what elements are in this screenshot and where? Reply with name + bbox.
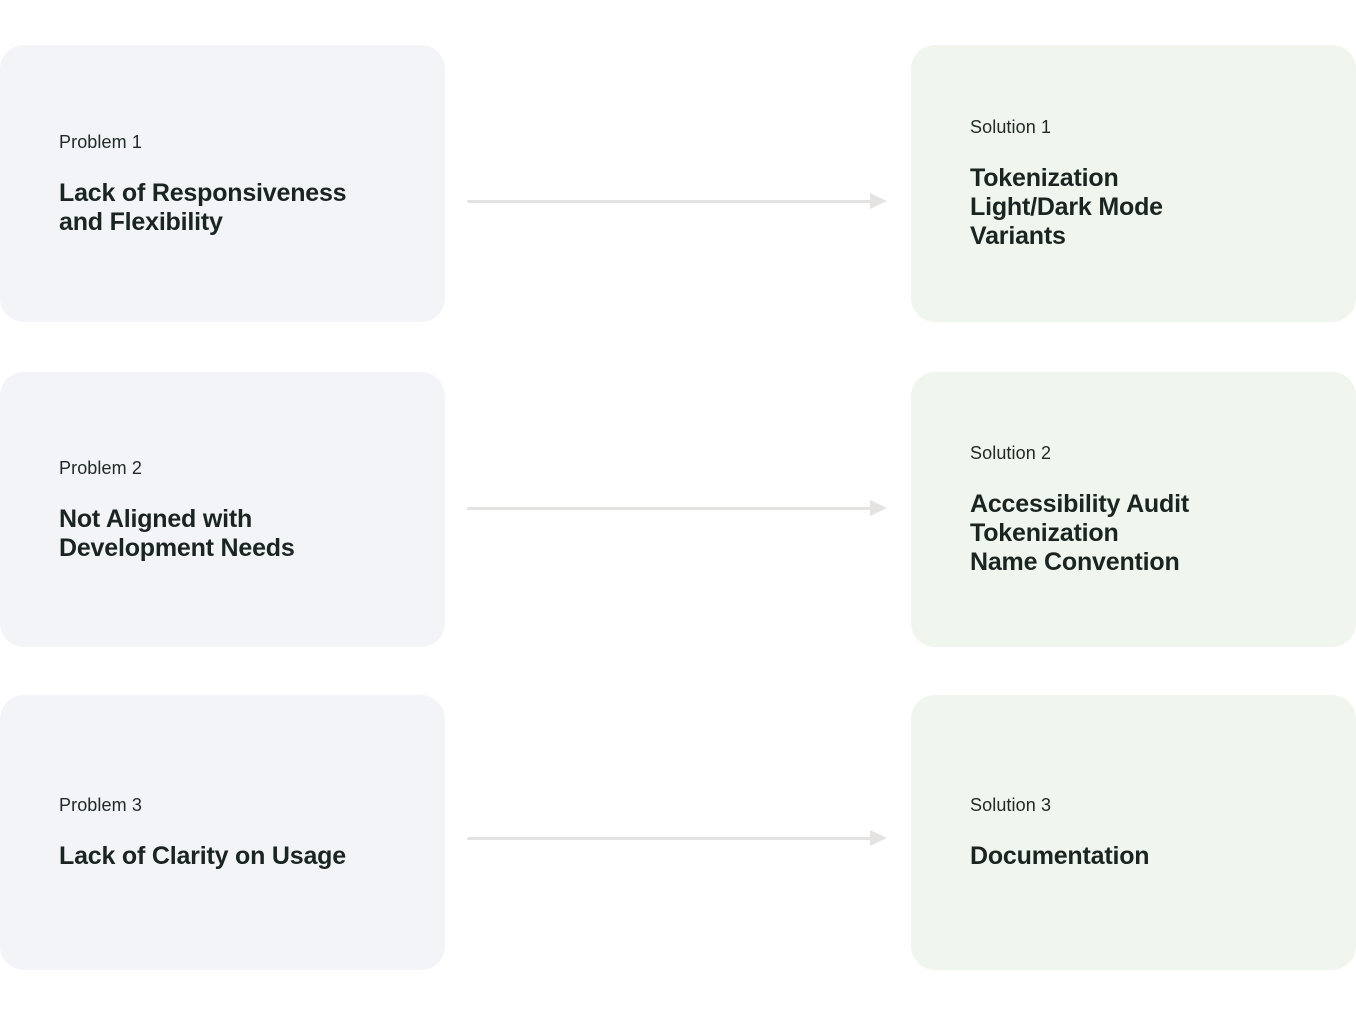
arrow-right-icon-3 [467,830,887,846]
arrow-right-icon-2 [467,500,887,516]
problem-3-label: Problem 3 [59,795,142,815]
arrow-right-icon-1 [467,193,887,209]
solution-2-label: Solution 2 [970,443,1052,463]
solution-3-label: Solution 3 [970,795,1052,815]
arrow-head [870,500,887,516]
arrow-line [467,836,872,840]
solution-1-label: Solution 1 [970,117,1052,137]
arrow-head [870,830,887,846]
problem-card-3: Problem 3 Lack of Clarity on Usage [0,695,445,970]
solution-3-title: Documentation [970,842,1150,870]
arrow-head [870,193,887,209]
problem-3-title: Lack of Clarity on Usage [59,842,346,870]
arrow-line [467,199,872,203]
problem-2-label: Problem 2 [59,457,142,478]
arrow-line [467,506,872,510]
problem-1-label: Problem 1 [59,131,142,152]
solution-card-3: Solution 3 Documentation [911,695,1356,970]
